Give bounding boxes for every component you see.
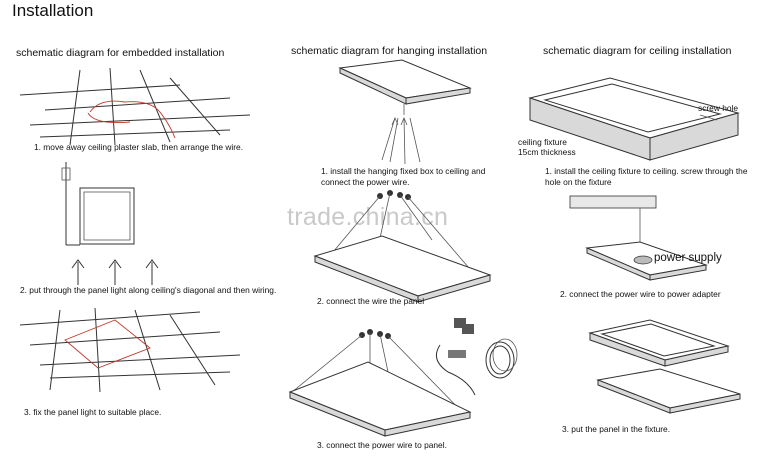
ceiling-step-3: 3. put the panel in the fixture. <box>562 424 671 434</box>
embedded-step-3: 3. fix the panel light to suitable place… <box>24 407 162 417</box>
ceiling-fixture-frame <box>588 319 730 367</box>
up-arrows-icon <box>71 259 159 285</box>
page-title: Installation <box>12 1 94 20</box>
hanging-step-2: 2. connect the wire the panel <box>317 296 425 306</box>
power-supply-label: power supply <box>654 252 722 264</box>
hanging-panel-2 <box>313 190 492 303</box>
screw-hole-label: screw hole <box>698 103 739 113</box>
hanging-box <box>338 59 472 165</box>
embedded-heading: schematic diagram for embedded installat… <box>16 47 225 59</box>
ceiling-step2 <box>569 195 708 281</box>
embedded-step-2: 2. put through the panel light along cei… <box>20 285 277 295</box>
panel-with-wire <box>61 162 135 246</box>
panel-to-insert <box>596 368 741 414</box>
hanging-heading: schematic diagram for hanging installati… <box>291 45 488 57</box>
watermark: trade.china.cn <box>287 203 449 231</box>
ceiling-fixture <box>528 77 740 161</box>
ceiling-step-1: 1. install the ceiling fixture to ceilin… <box>545 166 748 187</box>
ceiling-fixture-label: ceiling fixture <box>518 137 567 147</box>
hanging-step-3: 3. connect the power wire to panel. <box>317 440 447 450</box>
power-adapter-icon <box>435 318 518 396</box>
thickness-label: 15cm thickness <box>518 147 576 157</box>
hanging-step-1: 1. install the hanging fixed box to ceil… <box>321 166 486 187</box>
ceiling-grid-3 <box>19 307 241 393</box>
hanging-panel-3 <box>288 329 472 437</box>
ceiling-heading: schematic diagram for ceiling installati… <box>543 45 732 57</box>
ceiling-grid-1 <box>19 67 251 146</box>
embedded-step-1: 1. move away ceiling plaster slab, then … <box>34 142 244 152</box>
ceiling-step-2: 2. connect the power wire to power adapt… <box>560 289 721 299</box>
